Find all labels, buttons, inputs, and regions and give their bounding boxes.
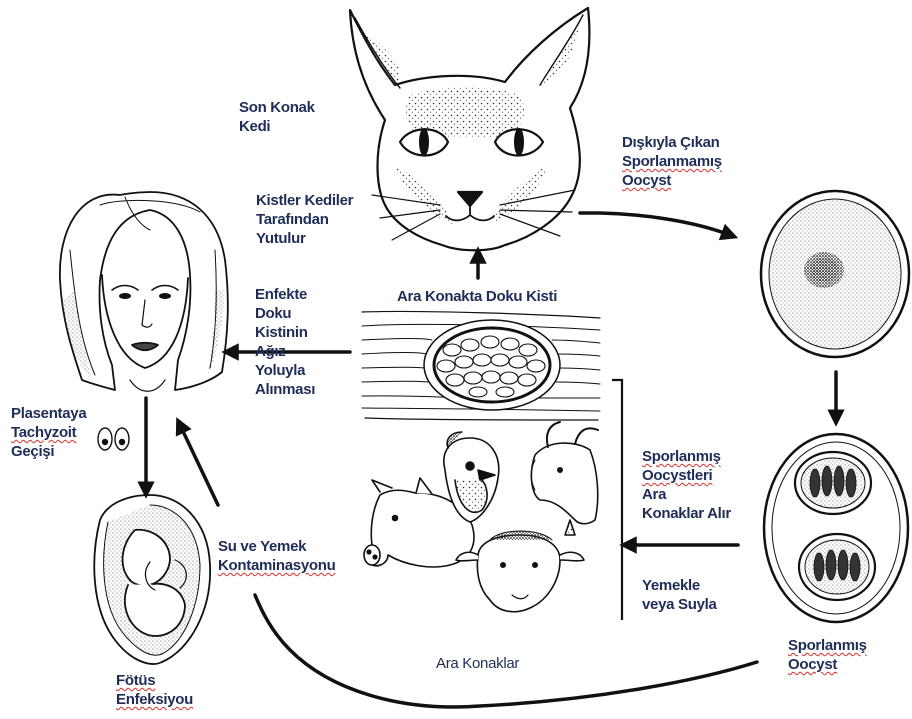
label-intermediate-hosts: Ara Konaklar xyxy=(436,654,519,673)
arrow-contamination-to-human xyxy=(180,425,218,505)
tachyzoite-illustration xyxy=(98,428,129,450)
tissue-cyst-illustration xyxy=(362,310,600,420)
intermediate-hosts-illustration xyxy=(364,422,598,612)
label-cysts-eaten: Kistler Kediler Tarafından Yutulur xyxy=(256,191,353,248)
label-contamination: Su ve Yemek Kontaminasyonu xyxy=(218,537,335,575)
human-head-illustration xyxy=(60,192,228,391)
label-oral-ingestion: Enfekte Doku Kistinin Ağız Yoluyla Alınm… xyxy=(255,285,315,399)
label-food-water: Yemekle veya Suyla xyxy=(642,576,717,614)
label-unsporulated-oocyst: Dışkıyla Çıkan Sporlanmamış Oocyst xyxy=(622,133,722,190)
label-tissue-cyst: Ara Konakta Doku Kisti xyxy=(397,287,557,306)
fetus-illustration xyxy=(94,495,210,664)
label-definitive-host: Son Konak Kedi xyxy=(239,98,315,136)
label-sporulated-taken: Sporlanmış Oocystleri Ara Konaklar Alır xyxy=(642,447,731,523)
bracket-hosts xyxy=(612,380,622,620)
label-placental-transfer: Plasentaya Tachyzoit Geçişi xyxy=(11,404,86,461)
label-sporulated-oocyst: Sporlanmış Oocyst xyxy=(788,636,867,674)
cat-head-illustration xyxy=(350,8,589,250)
arrow-cat-to-oocyst xyxy=(580,213,730,235)
label-fetal-infection: Fötüs Enfeksiyou xyxy=(116,671,193,709)
sporulated-oocyst-illustration xyxy=(764,434,908,622)
unsporulated-oocyst-illustration xyxy=(761,191,909,357)
